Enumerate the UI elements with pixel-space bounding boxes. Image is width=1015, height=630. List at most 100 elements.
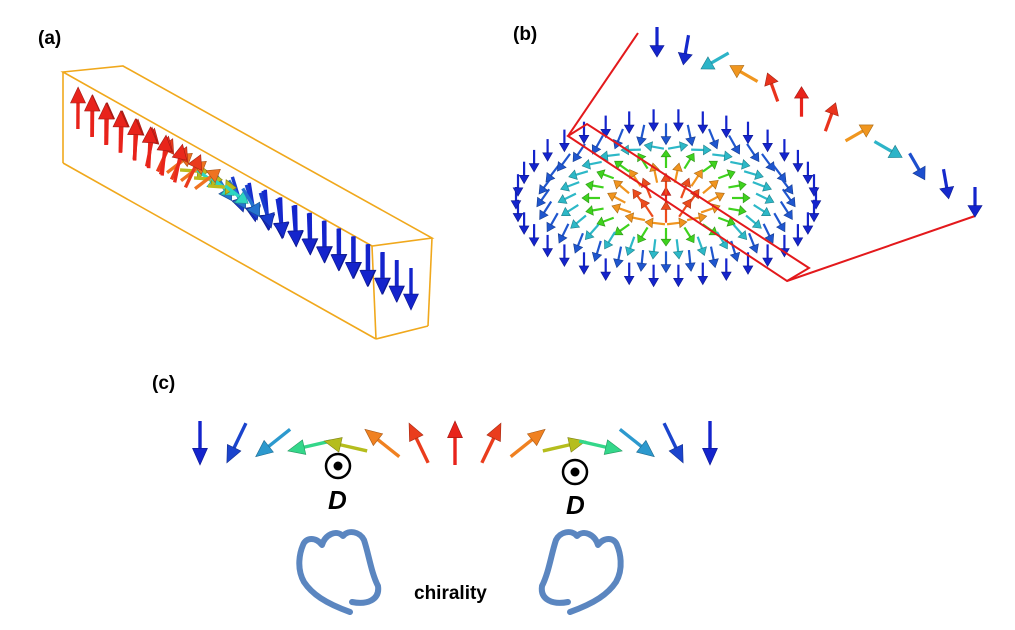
profile-spin-arrow <box>844 124 874 143</box>
skyrmion-spin-arrow <box>660 200 672 223</box>
skyrmion-spin-arrow <box>604 231 616 250</box>
skyrmion-spin-arrow <box>546 212 559 233</box>
stripe-spin-arrow <box>84 94 100 137</box>
stripe-spin-arrow <box>388 260 405 303</box>
skyrmion-spin-arrow <box>559 244 570 267</box>
skyrmion-spin-arrow <box>613 179 630 195</box>
profile-spin-arrow <box>793 86 810 117</box>
chiral-spin-arrow <box>226 422 248 464</box>
skyrmion-spin-arrow <box>697 262 709 286</box>
skyrmion-spin-arrow <box>581 192 600 204</box>
skyrmion-spin-arrow <box>624 212 646 223</box>
skyrmion-spin-arrow <box>697 111 709 134</box>
chiral-spin-arrow <box>542 437 587 453</box>
profile-spin-arrow <box>939 168 955 200</box>
skyrmion-spin-arrow <box>578 252 590 275</box>
skyrmion-spin-arrow <box>686 212 708 223</box>
skyrmion-spin-arrow <box>753 204 771 216</box>
stripe-spin-arrow <box>258 192 275 229</box>
skyrmion-spin-arrow <box>542 234 553 258</box>
skyrmion-spin-arrow <box>568 169 589 180</box>
skyrmion-spin-arrow <box>644 217 666 229</box>
stripe-spin-arrow <box>316 221 332 264</box>
profile-spin-arrow <box>967 187 983 218</box>
skyrmion-spin-arrow <box>512 174 524 197</box>
skyrmion-spin-arrow <box>636 249 648 272</box>
right-hand-icon <box>538 529 624 615</box>
skyrmion-spin-arrow <box>596 169 615 180</box>
skyrmion-spin-arrow <box>561 204 579 216</box>
stripe-spin-arrow <box>403 268 419 311</box>
stripe-spin-arrow <box>344 236 361 280</box>
stripe-spin-arrow <box>359 244 376 288</box>
chiral-spin-arrow <box>408 422 430 464</box>
skyrmion-spin-arrow <box>607 192 626 204</box>
skyrmion-spin-arrow <box>648 239 660 260</box>
stripe-spin-arrow <box>287 205 304 248</box>
skyrmion-spin-arrow <box>648 264 659 288</box>
skyrmion-spin-arrow <box>690 169 703 187</box>
profile-spin-arrow <box>649 27 665 58</box>
panel-c-chirality: D D chirality <box>192 420 718 615</box>
stripe-spin-arrows <box>70 86 419 311</box>
skyrmion-spin-arrow <box>728 134 741 155</box>
profile-spin-arrow <box>729 65 759 83</box>
skyrmion-spin-arrow <box>761 153 775 172</box>
skyrmion-spin-arrow <box>732 192 751 204</box>
skyrmion-spin-arrow <box>685 124 696 147</box>
skyrmion-spin-arrow <box>584 223 600 240</box>
chiral-spin-arrow <box>662 422 684 464</box>
skyrmion-spin-arrow <box>518 212 530 235</box>
skyrmion-spin-arrow <box>779 200 793 220</box>
stripe-spin-arrow <box>241 187 260 218</box>
skyrmion-spin-arrow <box>728 180 747 191</box>
skyrmion-spin-arrow <box>808 174 820 197</box>
profile-spin-arrow <box>677 34 693 66</box>
skyrmion-spin-arrow <box>545 164 560 183</box>
stripe-spin-arrow <box>127 118 144 161</box>
stripe-spin-arrow <box>70 86 86 129</box>
skyrmion-spin-arrow <box>672 162 683 183</box>
skyrmion-spin-arrow <box>779 176 794 195</box>
skyrmion-profile-arrows <box>649 27 983 218</box>
stripe-spin-arrow <box>374 252 390 295</box>
skyrmion-spin-arrow <box>708 128 719 150</box>
chiral-spin-arrow <box>364 428 401 459</box>
skyrmion-spin-arrow <box>600 115 612 139</box>
skyrmion-spin-arrow <box>672 239 684 260</box>
dmi-label-right: D <box>566 490 585 520</box>
skyrmion-spin-arrow <box>596 216 615 227</box>
skyrmion-spin-arrow <box>573 232 584 254</box>
stripe-spin-arrow <box>112 110 129 153</box>
chiral-spin-arrow <box>509 428 546 459</box>
skyrmion-spin-arrow <box>708 246 719 269</box>
skyrmion-spin-arrow <box>717 216 736 227</box>
chiral-spin-arrow <box>255 427 292 458</box>
stripe-spin-arrow <box>301 213 318 256</box>
skyrmion-spin-arrow <box>779 139 790 162</box>
chiral-spin-arrow <box>287 439 332 455</box>
skyrmion-spin-arrow <box>666 217 688 229</box>
skyrmion-spin-arrow <box>762 223 775 244</box>
cut-frame <box>566 32 976 283</box>
skyrmion-spin-arrow <box>648 109 659 132</box>
stripe-spin-arrow <box>156 134 173 176</box>
chiral-spin-arrow <box>618 427 655 458</box>
skyrmion-spin-arrow <box>560 181 580 192</box>
skyrmion-spin-arrow <box>557 153 571 172</box>
skyrmion-spin-arrow <box>585 180 604 191</box>
skyrmion-spin-arrow <box>755 192 775 204</box>
skyrmion-spin-arrow <box>542 139 553 162</box>
skyrmion-spin-arrow <box>808 199 820 223</box>
chiral-spin-arrow <box>323 437 368 453</box>
profile-spin-arrow <box>764 72 780 102</box>
skyrmion-spin-arrow <box>717 169 736 180</box>
skyrmion-spin-arrow <box>614 223 630 236</box>
stripe-spin-arrow <box>98 102 114 145</box>
skyrmion-spin-arrow <box>728 205 747 216</box>
skyrmion-spin-arrow <box>572 143 586 163</box>
skyrmion-spin-arrow <box>773 212 786 233</box>
skyrmion-spin-arrow <box>557 223 570 244</box>
skyrmion-spin-arrow <box>792 224 804 247</box>
stripe-spin-arrow <box>171 143 188 183</box>
